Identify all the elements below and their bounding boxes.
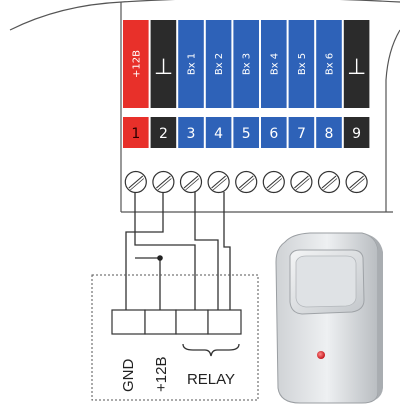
- terminal-number-bg-3: [178, 117, 204, 148]
- terminal-label-bg: [233, 20, 259, 108]
- terminal-number-9: 9: [352, 126, 361, 142]
- sensor-terminal-plus12: [144, 309, 177, 335]
- wire-junction-dot: [157, 255, 163, 261]
- terminal-label-4: Вх 2: [205, 20, 232, 108]
- terminal-number-4: 4: [214, 126, 223, 142]
- terminal-label-text: Вх 4: [269, 53, 280, 75]
- terminal-label-7: Вх 5: [288, 20, 315, 108]
- terminal-label-bg: [178, 20, 204, 108]
- screw-icon: [235, 170, 258, 194]
- terminal-number-8: 8: [325, 126, 334, 142]
- terminal-number-3: 3: [187, 126, 196, 142]
- screw-icon: [345, 170, 368, 194]
- terminal-number-2: 2: [159, 126, 168, 142]
- terminal-label-text: Вх 2: [214, 53, 225, 75]
- relay-brace-icon: [182, 343, 240, 357]
- terminal-label-5: Вх 3: [233, 20, 259, 108]
- terminal-label-text: +12В: [131, 50, 142, 78]
- sensor-label-relay: RELAY: [187, 371, 235, 388]
- terminal-label-text: Вх 3: [242, 53, 253, 75]
- wire-gnd: [125, 192, 164, 310]
- screw-icon: [317, 170, 341, 194]
- screw-icon: [152, 170, 175, 194]
- screw-icon: [207, 170, 230, 194]
- terminal-number-bg-8: [316, 117, 342, 148]
- sensor-label-plus12: +12В: [153, 357, 170, 392]
- sensor-label-gnd: GND: [120, 359, 137, 393]
- terminal-label-bg: [316, 20, 342, 108]
- terminal-label-text: Вх 6: [325, 53, 336, 75]
- wire-relay-b: [223, 192, 231, 310]
- terminal-label-bg: [261, 20, 287, 108]
- terminal-number-6: 6: [269, 126, 278, 142]
- terminal-labels-row: +12В ⊥ Вх 1 Вх 2 Вх 3 Вх 4 Вх 5 Вх 6 ⊥: [123, 20, 370, 108]
- terminal-label-6: Вх 4: [261, 20, 287, 108]
- sensor-terminal-block: [111, 309, 242, 335]
- wires: [125, 192, 231, 310]
- terminal-number-bg-2: [150, 117, 177, 148]
- panel-outline: [9, 0, 400, 31]
- terminal-number-7: 7: [297, 126, 306, 142]
- ground-icon: ⊥: [154, 55, 173, 80]
- sensor-terminal-relay-a: [175, 309, 209, 335]
- terminal-number-bg-6: [261, 117, 287, 148]
- sensor-block-outline: [91, 274, 259, 401]
- terminal-number-bg-1: [123, 117, 149, 148]
- terminal-label-3: Вх 1: [178, 20, 204, 108]
- pir-sensor-side: [362, 233, 383, 403]
- ground-icon: ⊥: [347, 55, 366, 80]
- terminal-numbers-row: 1 2 3 4 5 6 7 8 9: [123, 117, 370, 148]
- terminal-number-bg-4: [205, 117, 232, 148]
- terminal-label-bg: [288, 20, 315, 108]
- screw-icon: [179, 170, 203, 194]
- wire-plus12: [134, 192, 196, 310]
- screw-icon: [290, 170, 313, 194]
- terminal-number-1: 1: [131, 126, 140, 142]
- screw-icon: [262, 170, 285, 194]
- terminal-label-text: Вх 5: [297, 53, 308, 75]
- terminal-label-bg: [123, 20, 149, 108]
- sensor-terminal-gnd: [111, 309, 146, 335]
- pir-sensor: [275, 232, 383, 404]
- terminal-number-bg-5: [233, 117, 259, 148]
- terminal-label-bg: [343, 20, 370, 108]
- terminal-number-5: 5: [242, 126, 251, 142]
- panel-right-edge: [385, 29, 400, 212]
- terminal-label-1: +12В: [123, 20, 149, 108]
- terminal-label-bg: [205, 20, 232, 108]
- pir-sensor-lens-inner: [295, 255, 357, 308]
- terminal-label-9: ⊥: [343, 20, 370, 108]
- terminal-number-bg-7: [288, 117, 315, 148]
- sensor-terminal-relay-b: [207, 309, 242, 335]
- pir-led-icon: [317, 351, 325, 359]
- terminal-label-2: ⊥: [150, 20, 177, 108]
- wire-relay-a: [194, 192, 219, 310]
- terminal-label-bg: [150, 20, 177, 108]
- terminal-number-bg-9: [343, 117, 370, 148]
- terminal-label-8: Вх 6: [316, 20, 342, 108]
- terminal-label-text: Вх 1: [187, 53, 198, 75]
- screw-icon: [124, 170, 147, 194]
- screw-terminals-row: [124, 170, 368, 194]
